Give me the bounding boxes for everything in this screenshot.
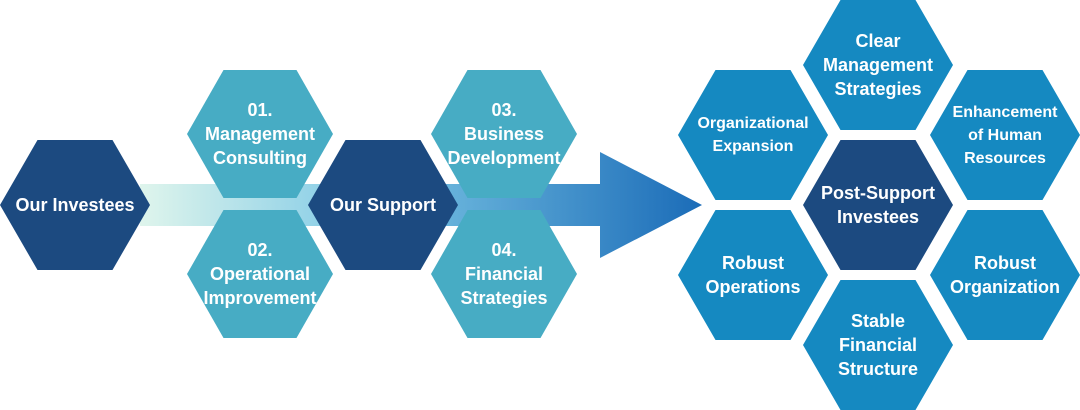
our-investees-label: Our Investees	[15, 195, 135, 215]
our-investees-hex: Our Investees	[0, 140, 150, 270]
our-support-label: Our Support	[330, 195, 436, 215]
our-support-hex: Our Support	[308, 140, 458, 270]
